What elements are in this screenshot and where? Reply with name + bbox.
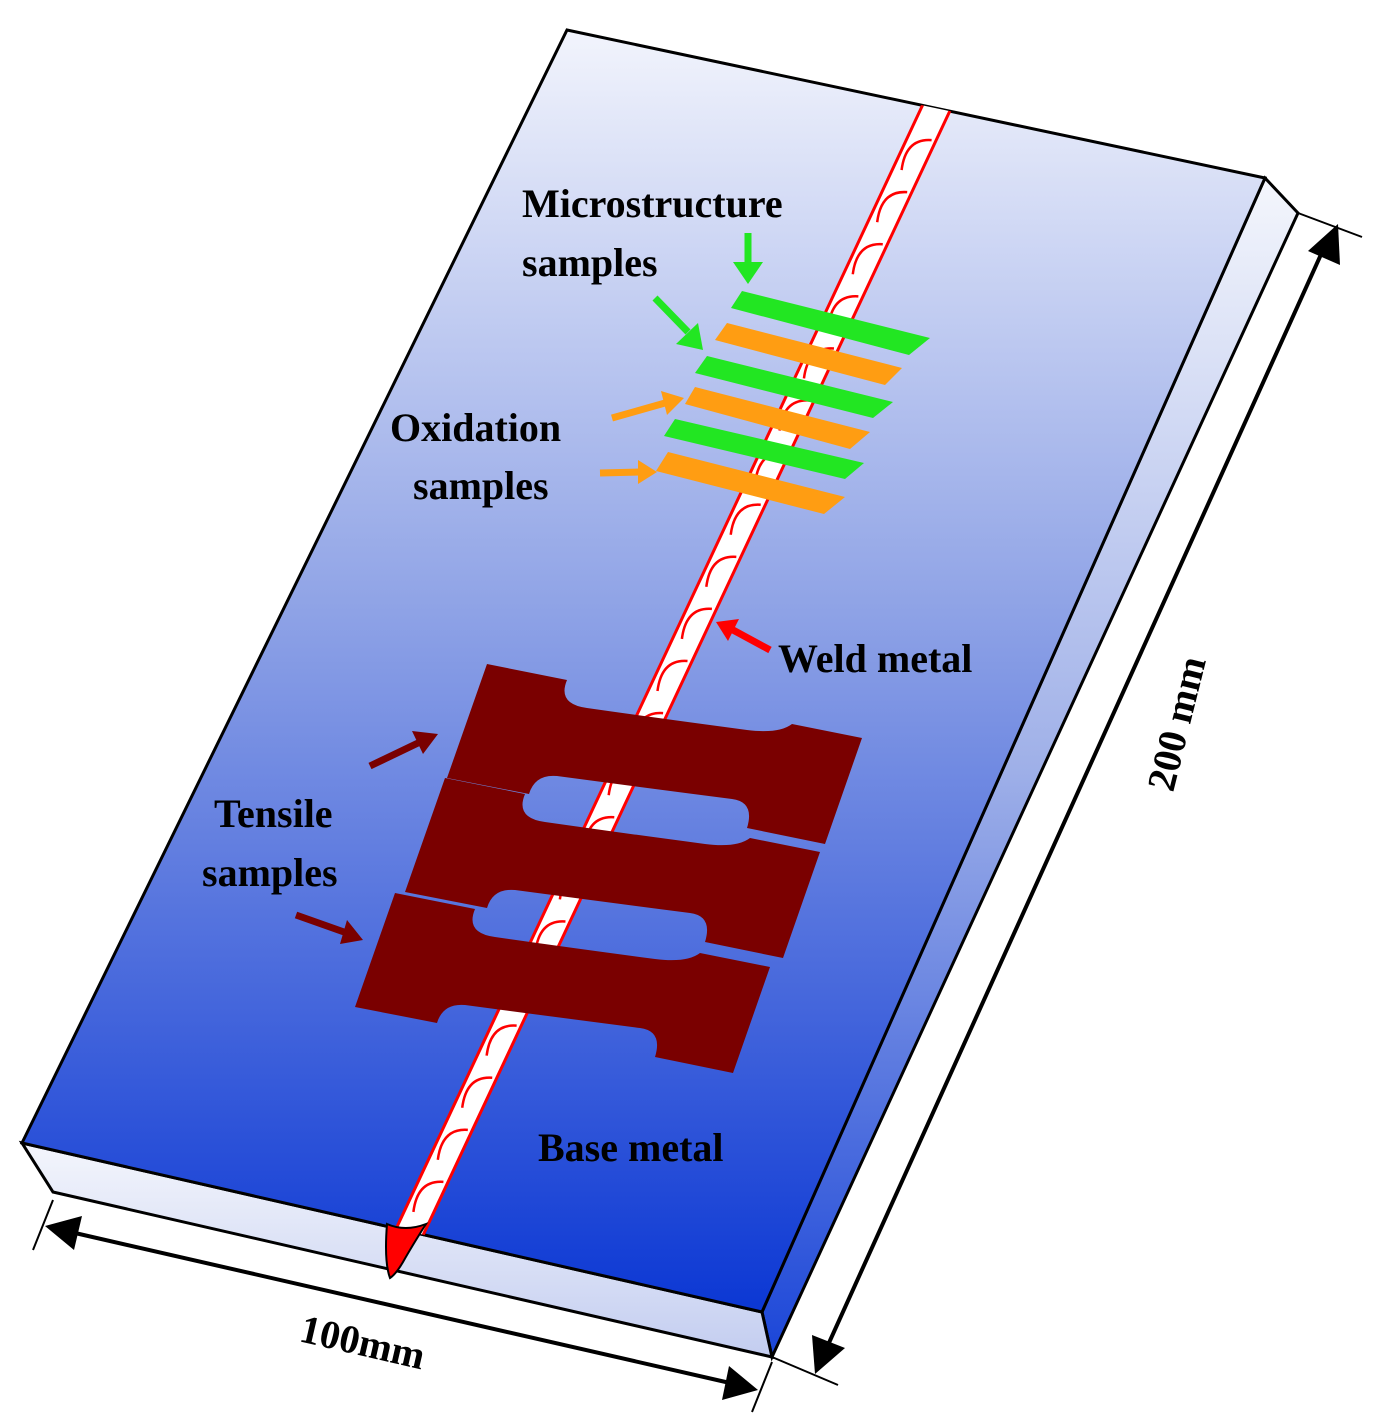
tensile-samples <box>355 664 862 1073</box>
oxidation-sample <box>656 452 845 514</box>
oxidation-sample <box>685 387 870 449</box>
microstructure-sample <box>731 291 930 355</box>
base-metal-label: Base metal <box>538 1125 724 1170</box>
tensile-sample <box>355 893 770 1073</box>
tensile-label: Tensile <box>214 791 333 836</box>
weld-ripple <box>460 1076 493 1108</box>
tensile-arrow <box>294 911 363 944</box>
weld-ripple <box>729 503 761 535</box>
weld-ripple <box>875 190 908 223</box>
weld-ripple <box>900 138 932 171</box>
weld-ripple <box>656 659 688 692</box>
tensile-arrow <box>368 731 438 770</box>
tensile-sample <box>447 664 862 844</box>
weld-metal-arrow <box>716 619 772 654</box>
microstructure-arrow <box>733 233 763 284</box>
weld-root-section <box>385 1221 429 1280</box>
microstructure-arrow <box>652 295 703 350</box>
weld-metal-label: Weld metal <box>778 636 972 681</box>
microstructure-label: Microstructure <box>522 181 783 226</box>
oxidation-label-line2: samples <box>413 463 549 508</box>
microstructure-label-line2: samples <box>522 240 658 285</box>
weld-ripple <box>851 243 883 275</box>
tensile-sample <box>405 778 820 958</box>
length-dimension-label: 200 mm <box>1138 652 1215 795</box>
oxidation-arrow <box>611 391 684 422</box>
oxidation-label: Oxidation <box>390 405 561 450</box>
weld-ripple <box>436 1128 468 1160</box>
oxidation-sample <box>715 323 902 385</box>
label-arrows <box>294 233 772 944</box>
weld-ripple <box>705 555 737 587</box>
microstructure-sample <box>664 419 864 479</box>
plate-top-face <box>19 28 1268 1314</box>
oxidation-arrow <box>599 460 657 484</box>
weld-ripple <box>412 1180 444 1213</box>
width-dimension-label: 100mm <box>296 1306 430 1378</box>
width-dimension <box>32 1199 773 1413</box>
length-dimension <box>771 212 1363 1386</box>
microstructure-sample <box>695 356 893 418</box>
sample-strips <box>656 291 930 514</box>
weld-ripple <box>680 607 713 640</box>
tensile-label-line2: samples <box>202 850 338 895</box>
weld-ripple <box>485 1024 517 1056</box>
